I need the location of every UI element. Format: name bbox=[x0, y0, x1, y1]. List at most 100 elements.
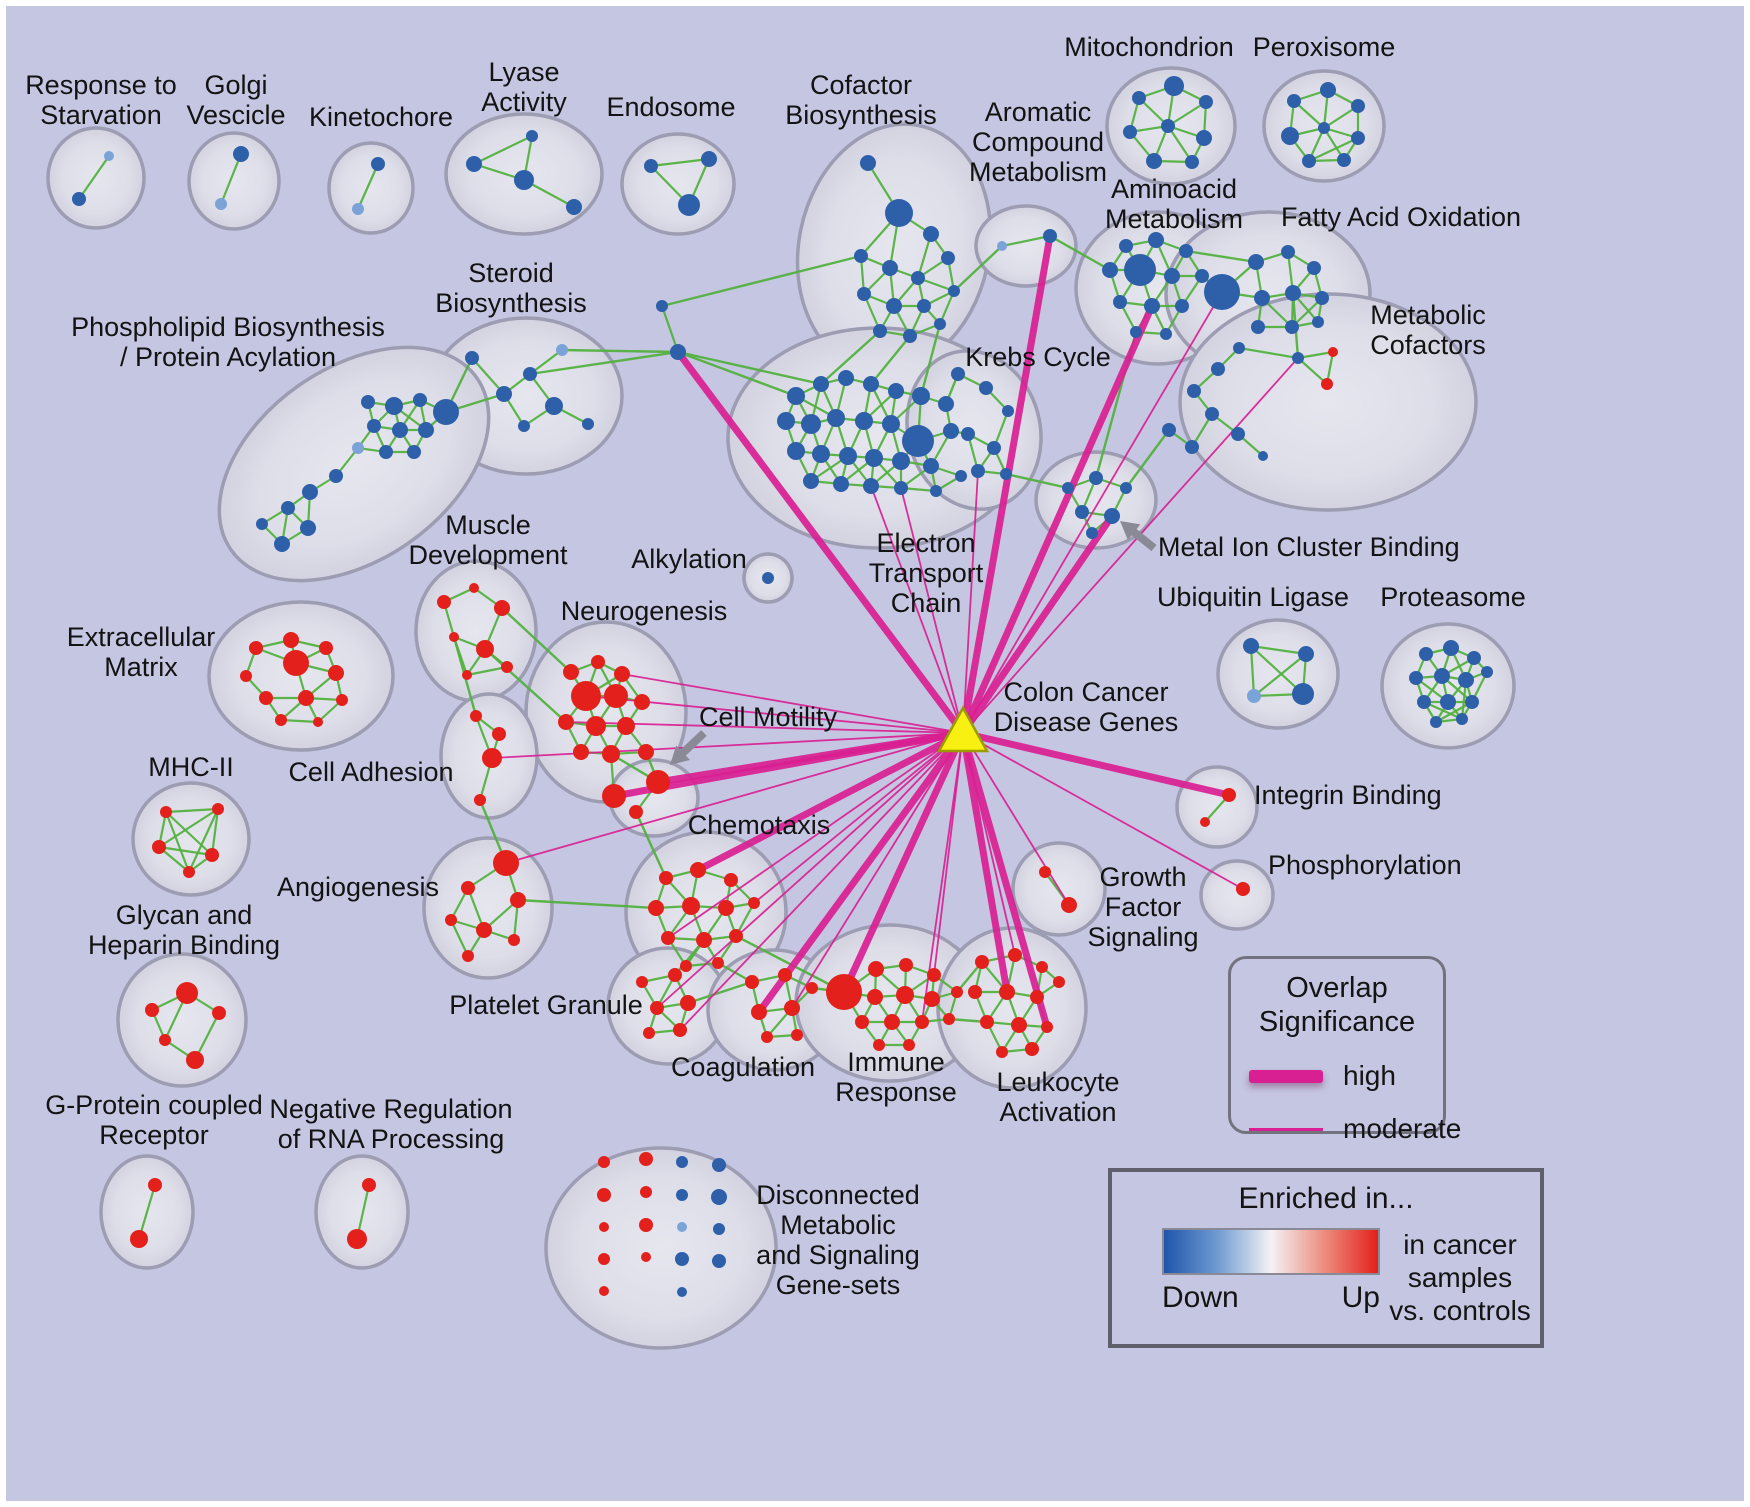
gene-set-node[interactable] bbox=[212, 1006, 226, 1020]
gene-set-node[interactable] bbox=[476, 640, 494, 658]
gene-set-node[interactable] bbox=[1467, 651, 1481, 665]
gene-set-node[interactable] bbox=[1053, 976, 1065, 988]
gene-set-node[interactable] bbox=[514, 170, 534, 190]
gene-set-node[interactable] bbox=[1179, 244, 1193, 258]
gene-set-node[interactable] bbox=[573, 744, 589, 760]
gene-set-node[interactable] bbox=[833, 476, 849, 492]
gene-set-node[interactable] bbox=[646, 770, 670, 794]
gene-set-node[interactable] bbox=[476, 922, 492, 938]
gene-set-node[interactable] bbox=[1062, 482, 1074, 494]
gene-set-node[interactable] bbox=[873, 324, 887, 338]
gene-set-node[interactable] bbox=[597, 1188, 611, 1202]
gene-set-node[interactable] bbox=[951, 986, 963, 998]
gene-set-node[interactable] bbox=[1195, 269, 1209, 283]
gene-set-node[interactable] bbox=[1481, 666, 1493, 678]
gene-set-node[interactable] bbox=[1132, 91, 1146, 105]
gene-set-node[interactable] bbox=[938, 396, 954, 412]
gene-set-node[interactable] bbox=[1196, 130, 1212, 146]
gene-set-node[interactable] bbox=[1002, 405, 1014, 417]
gene-set-node[interactable] bbox=[1036, 961, 1048, 973]
gene-set-node[interactable] bbox=[1000, 468, 1012, 480]
gene-set-node[interactable] bbox=[313, 717, 323, 727]
gene-set-node[interactable] bbox=[1187, 384, 1201, 398]
gene-set-node[interactable] bbox=[300, 520, 316, 536]
gene-set-node[interactable] bbox=[379, 445, 393, 459]
gene-set-node[interactable] bbox=[838, 370, 854, 386]
gene-set-node[interactable] bbox=[617, 717, 635, 735]
gene-set-node[interactable] bbox=[352, 203, 364, 215]
gene-set-node[interactable] bbox=[1285, 320, 1299, 334]
gene-set-node[interactable] bbox=[1292, 683, 1314, 705]
gene-set-node[interactable] bbox=[1160, 328, 1172, 340]
gene-set-node[interactable] bbox=[680, 960, 692, 972]
gene-set-node[interactable] bbox=[1417, 695, 1431, 709]
gene-set-node[interactable] bbox=[638, 744, 654, 760]
gene-set-node[interactable] bbox=[787, 442, 805, 460]
gene-set-node[interactable] bbox=[648, 900, 664, 916]
gene-set-node[interactable] bbox=[813, 376, 829, 392]
gene-set-node[interactable] bbox=[791, 1029, 803, 1041]
gene-set-node[interactable] bbox=[599, 1286, 609, 1296]
gene-set-node[interactable] bbox=[712, 1158, 726, 1172]
gene-set-node[interactable] bbox=[930, 485, 942, 497]
gene-set-node[interactable] bbox=[1086, 527, 1098, 539]
gene-set-node[interactable] bbox=[1148, 232, 1164, 248]
gene-set-node[interactable] bbox=[556, 344, 568, 356]
gene-set-node[interactable] bbox=[160, 806, 172, 818]
gene-set-node[interactable] bbox=[1231, 427, 1245, 441]
gene-set-node[interactable] bbox=[924, 991, 940, 1007]
gene-set-node[interactable] bbox=[302, 484, 318, 500]
gene-set-node[interactable] bbox=[1233, 342, 1245, 354]
gene-set-node[interactable] bbox=[656, 300, 668, 312]
gene-set-node[interactable] bbox=[283, 650, 309, 676]
gene-set-node[interactable] bbox=[367, 419, 381, 433]
gene-set-node[interactable] bbox=[159, 1034, 171, 1046]
gene-set-node[interactable] bbox=[943, 1013, 955, 1025]
gene-set-node[interactable] bbox=[1123, 125, 1137, 139]
gene-set-node[interactable] bbox=[1281, 245, 1295, 259]
gene-set-node[interactable] bbox=[469, 583, 479, 593]
gene-set-node[interactable] bbox=[948, 285, 960, 297]
gene-set-node[interactable] bbox=[886, 298, 902, 314]
gene-set-node[interactable] bbox=[659, 871, 673, 885]
gene-set-node[interactable] bbox=[233, 146, 249, 162]
gene-set-node[interactable] bbox=[1025, 1042, 1039, 1056]
gene-set-node[interactable] bbox=[1298, 646, 1314, 662]
gene-set-node[interactable] bbox=[1161, 119, 1175, 133]
gene-set-node[interactable] bbox=[1104, 508, 1120, 524]
gene-set-node[interactable] bbox=[968, 985, 982, 999]
gene-set-node[interactable] bbox=[639, 1218, 653, 1232]
gene-set-node[interactable] bbox=[614, 666, 630, 682]
gene-set-node[interactable] bbox=[510, 892, 526, 908]
gene-set-node[interactable] bbox=[392, 422, 408, 438]
gene-set-node[interactable] bbox=[1337, 153, 1351, 167]
gene-set-node[interactable] bbox=[912, 387, 930, 405]
gene-set-node[interactable] bbox=[1130, 326, 1142, 338]
gene-set-node[interactable] bbox=[482, 748, 502, 768]
gene-set-node[interactable] bbox=[1146, 153, 1162, 169]
gene-set-node[interactable] bbox=[433, 399, 459, 425]
gene-set-node[interactable] bbox=[1124, 254, 1156, 286]
gene-set-node[interactable] bbox=[1351, 99, 1365, 113]
gene-set-node[interactable] bbox=[1258, 451, 1268, 461]
gene-set-node[interactable] bbox=[186, 1051, 204, 1069]
gene-set-node[interactable] bbox=[724, 873, 738, 887]
gene-set-node[interactable] bbox=[1251, 320, 1265, 334]
gene-set-node[interactable] bbox=[903, 329, 917, 343]
gene-set-node[interactable] bbox=[863, 376, 879, 392]
gene-set-node[interactable] bbox=[868, 961, 884, 977]
gene-set-node[interactable] bbox=[1307, 261, 1321, 275]
gene-set-node[interactable] bbox=[927, 968, 941, 982]
gene-set-node[interactable] bbox=[1430, 716, 1442, 728]
gene-set-node[interactable] bbox=[1119, 239, 1133, 253]
gene-set-node[interactable] bbox=[894, 481, 908, 495]
gene-set-node[interactable] bbox=[812, 445, 830, 463]
gene-set-node[interactable] bbox=[1419, 647, 1433, 661]
gene-set-node[interactable] bbox=[283, 632, 299, 648]
gene-set-node[interactable] bbox=[682, 897, 700, 915]
gene-set-node[interactable] bbox=[523, 367, 537, 381]
gene-set-node[interactable] bbox=[598, 1253, 610, 1265]
gene-set-node[interactable] bbox=[176, 982, 198, 1004]
gene-set-node[interactable] bbox=[591, 655, 605, 669]
gene-set-node[interactable] bbox=[1204, 274, 1240, 310]
